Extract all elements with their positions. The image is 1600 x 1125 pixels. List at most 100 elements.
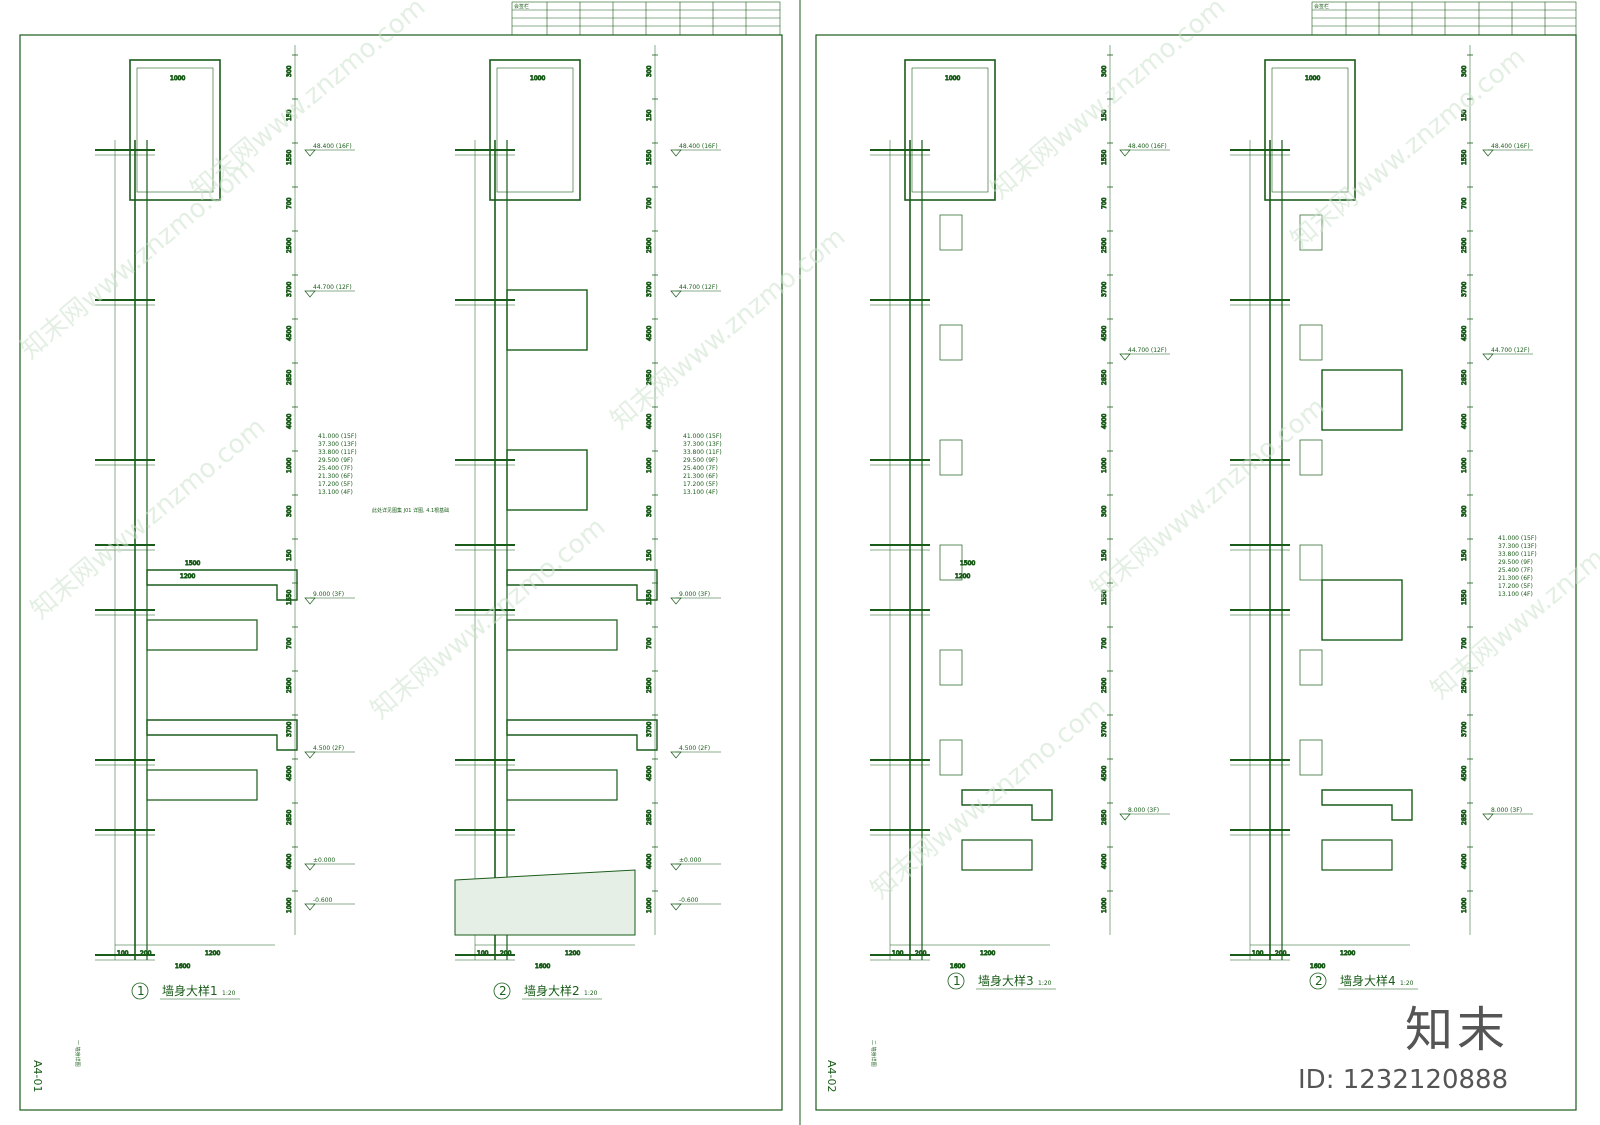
sheet-frames [19,0,1577,1125]
detail-title: 墙身大样2 [524,983,580,998]
level-stack-item: 25.400 (7F) [318,465,353,472]
balcony-slab [146,719,298,751]
detail-scale: 1:20 [222,990,236,997]
level-stack-item: 37.300 (13F) [318,441,357,448]
level-label: 44.700 (12F) [1128,347,1167,354]
detail-number: 2 [499,984,507,998]
dim-height-label: 2500 [1101,238,1108,253]
level-stack-item: 33.800 (11F) [1498,551,1537,558]
dim-base-1: 200 [500,950,512,957]
level-triangle [670,751,682,759]
dim-height-label: 300 [286,505,293,517]
parapet-inner [911,67,989,193]
brand-logo: 知末 [1405,1002,1510,1058]
detail-circle [1309,972,1327,990]
level-stack-item: 33.800 (11F) [683,449,722,456]
dim-base-1: 200 [915,950,927,957]
level-stack-item: 17.200 (5F) [683,481,718,488]
dim-height-label: 150 [1101,109,1108,121]
dim-base-2: 1200 [1340,950,1355,957]
balcony-slab [1321,789,1413,821]
dim-height-label: 700 [286,197,293,209]
watermark-text: 知末网www.znzmo.com [1425,492,1600,705]
watermark-text: 知末网www.znzmo.com [25,412,271,625]
vent-box [939,324,963,361]
dim-height-label: 4000 [286,854,293,869]
dim-height-label: 1000 [1101,898,1108,913]
level-stack-item: 13.100 (4F) [318,489,353,496]
vent-box [939,439,963,476]
vent-box [1299,324,1323,361]
dim-height-label: 1550 [646,150,653,165]
dim-base-total: 1600 [175,963,190,970]
level-triangle [670,903,682,911]
dim-height-label: 2850 [646,370,653,385]
dim-height-label: 2850 [286,810,293,825]
dim-base-0: 100 [477,950,489,957]
parapet-inner [136,67,214,193]
dim-height-label: 700 [1461,637,1468,649]
dim-height-label: 4500 [1461,766,1468,781]
sheet-title-a4-01: 一 墙身详图 [74,1040,81,1067]
dim-height-label: 150 [1461,549,1468,561]
level-stack-item: 37.300 (13F) [683,441,722,448]
level-stack-item: 17.200 (5F) [1498,583,1533,590]
vent-box [939,544,963,581]
dim-height-label: 4000 [286,414,293,429]
sill-slab [1321,839,1393,871]
dim-height-label: 2850 [1101,370,1108,385]
detail-circle [947,972,965,990]
watermark-text: 知末网www.znzmo.com [1085,392,1331,605]
level-triangle [670,290,682,298]
level-stack-item: 21.300 (6F) [683,473,718,480]
dim-height-label: 1000 [286,458,293,473]
level-triangle [304,597,316,605]
dim-height-label: 3700 [1461,282,1468,297]
level-label: 8.000 (3F) [1128,807,1159,814]
dim-height-label: 1000 [286,898,293,913]
parapet-box [489,59,581,201]
level-stack-item: 41.000 (15F) [318,433,357,440]
dim-base-0: 100 [117,950,129,957]
level-triangle [1119,149,1131,157]
title-block-label-a: 会签栏 [514,3,529,10]
dim-height-label: 1550 [646,590,653,605]
balcony-slab [506,719,658,751]
dim-height-label: 700 [646,637,653,649]
level-label: 8.000 (3F) [1491,807,1522,814]
dim-height-label: 150 [646,109,653,121]
dim-height-label: 4500 [286,766,293,781]
level-triangle [304,290,316,298]
dim-height-label: 2500 [646,678,653,693]
dim-height-label: 2500 [646,238,653,253]
dim-height-label: 3700 [1461,722,1468,737]
foundation-fill [454,869,636,936]
dim-base-total: 1600 [535,963,550,970]
level-triangle [304,903,316,911]
detail-scale: 1:20 [584,990,598,997]
wall-sections: 300 150 1550 700 2500 3700 4500 2850 4000 1000 300… [95,45,1473,971]
window-box [1321,369,1403,431]
dim-height-label: 300 [1461,505,1468,517]
dim-height-label: 4000 [1461,854,1468,869]
dim-top-width: 1000 [1305,75,1320,82]
wall-section-a1: 3001501550700250037004500285040001000300… [95,45,298,971]
dim-height-label: 300 [286,65,293,77]
window-box [506,449,588,511]
dim-height-label: 2850 [286,370,293,385]
dim-height-label: 150 [286,549,293,561]
parapet-box [904,59,996,201]
level-stack-item: 13.100 (4F) [1498,591,1533,598]
level-stack-item: 41.000 (15F) [1498,535,1537,542]
dim-height-label: 3700 [1101,282,1108,297]
sill-slab [506,769,618,801]
dim-base-total: 1600 [950,963,965,970]
parapet-inner [1271,67,1349,193]
dim-top-width: 1000 [530,75,545,82]
vent-box [1299,739,1323,776]
vent-box [1299,649,1323,686]
level-triangle [304,751,316,759]
balcony-slab [146,569,298,601]
level-label: 48.400 (16F) [313,143,352,150]
